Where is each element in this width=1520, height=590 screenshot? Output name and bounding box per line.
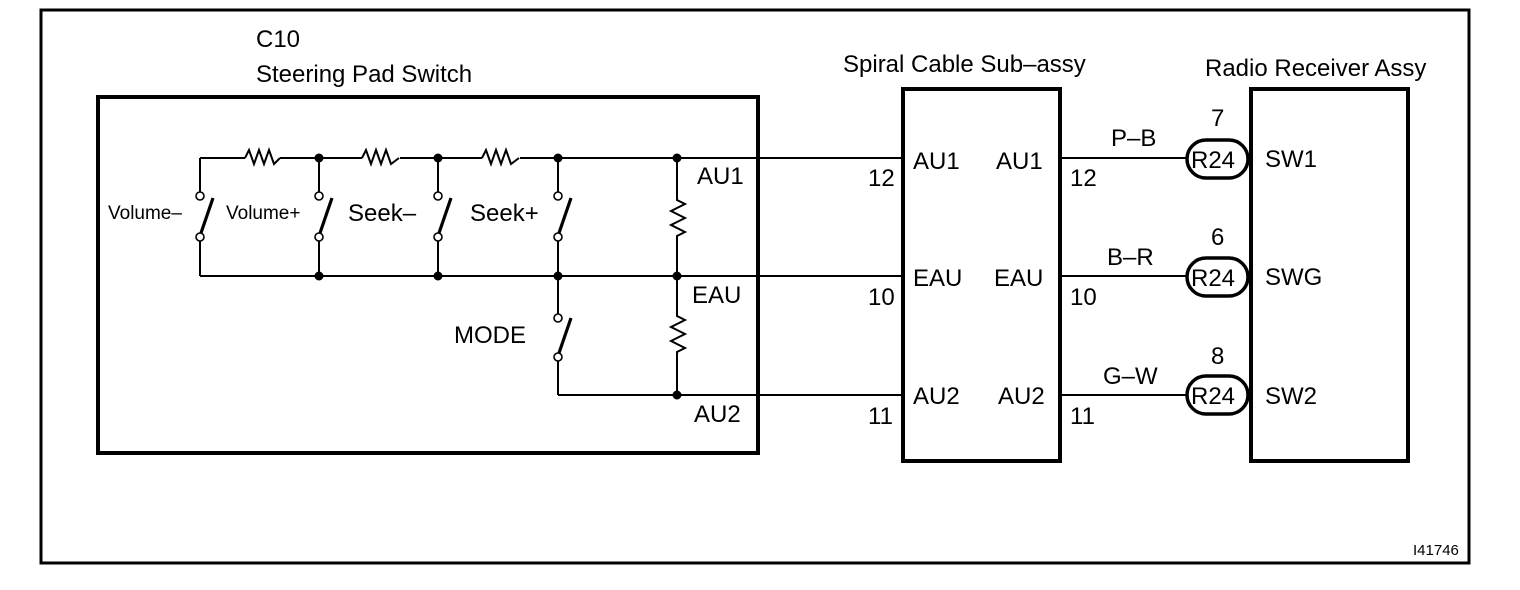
spiral-left-pin-12: 12 [868,165,895,192]
svg-text:6: 6 [1211,224,1224,251]
connector-r24-pin8: R24 8 [1185,343,1250,416]
resistor-2 [361,147,400,167]
radio-receiver-title: Radio Receiver Assy [1205,55,1426,82]
switch-mode: MODE [454,313,573,362]
svg-text:Seek+: Seek+ [470,200,539,227]
resistor-au1-eau [668,158,688,276]
switch-terminal-eau: EAU [692,282,741,309]
svg-text:Volume–: Volume– [108,203,182,224]
spiral-right-au2: AU2 [998,383,1045,410]
wire-color-br: B–R [1107,244,1154,271]
connector-r24-pin6: R24 6 [1185,224,1250,298]
resistor-3 [481,147,520,167]
spiral-right-pin-11: 11 [1070,403,1095,430]
svg-text:MODE: MODE [454,322,526,349]
svg-text:R24: R24 [1191,265,1235,292]
svg-text:8: 8 [1211,343,1224,370]
connector-r24-pin7: R24 7 [1185,105,1250,180]
spiral-left-pin-11: 11 [868,403,893,430]
spiral-right-pin-12: 12 [1070,165,1097,192]
spiral-right-au1: AU1 [996,148,1043,175]
resistor-eau-au2 [668,276,688,395]
spiral-right-eau: EAU [994,265,1043,292]
wire-color-pb: P–B [1111,125,1156,152]
switch-volume-down: Volume– [108,191,215,242]
switch-circuit [199,147,903,400]
svg-text:7: 7 [1211,105,1224,132]
spiral-left-pin-10: 10 [868,284,895,311]
switch-title: Steering Pad Switch [256,61,472,88]
svg-text:R24: R24 [1191,147,1235,174]
svg-text:R24: R24 [1191,383,1235,410]
switch-seek-up: Seek+ [470,191,573,242]
svg-text:Seek–: Seek– [348,200,417,227]
spiral-left-eau: EAU [913,265,962,292]
outer-frame [39,8,1471,565]
spiral-right-pin-10: 10 [1070,284,1097,311]
switch-terminal-au1: AU1 [697,163,744,190]
radio-receiver-box [1249,87,1410,463]
radio-terminal-swg: SWG [1265,264,1322,291]
radio-terminal-sw1: SW1 [1265,146,1317,173]
switch-volume-up: Volume+ [226,191,334,242]
switch-terminal-au2: AU2 [694,401,741,428]
switch-code: C10 [256,26,300,53]
spiral-left-au2: AU2 [913,383,960,410]
switch-seek-down: Seek– [348,191,453,242]
resistor-1 [244,147,281,167]
spiral-left-au1: AU1 [913,148,960,175]
svg-text:Volume+: Volume+ [226,203,300,224]
spiral-cable-title: Spiral Cable Sub–assy [843,51,1086,78]
radio-terminal-sw2: SW2 [1265,383,1317,410]
wire-color-gw: G–W [1103,363,1158,390]
figure-id: I41746 [1413,542,1459,559]
